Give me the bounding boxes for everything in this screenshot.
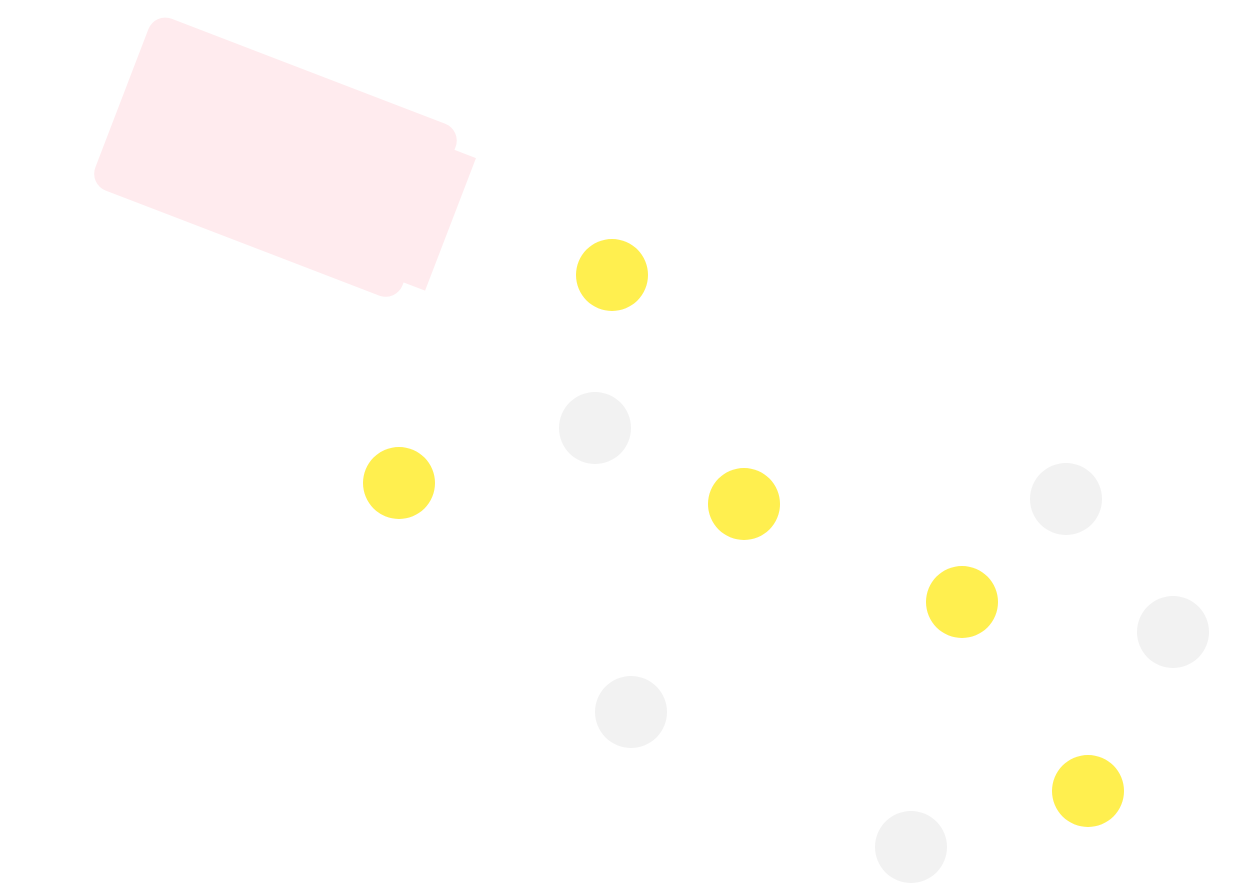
granule-gray	[1030, 463, 1102, 535]
shaker-body	[94, 17, 457, 297]
granule-gray	[1137, 596, 1209, 668]
granule-gray	[595, 676, 667, 748]
granule-gray	[875, 811, 947, 883]
granule-yellow	[363, 447, 435, 519]
granule-gray	[559, 392, 631, 464]
granules	[363, 239, 1209, 883]
granule-yellow	[926, 566, 998, 638]
shaker-cap	[394, 146, 476, 291]
shaker-icon	[94, 17, 476, 297]
granule-yellow	[708, 468, 780, 540]
granule-yellow	[576, 239, 648, 311]
granule-yellow	[1052, 755, 1124, 827]
